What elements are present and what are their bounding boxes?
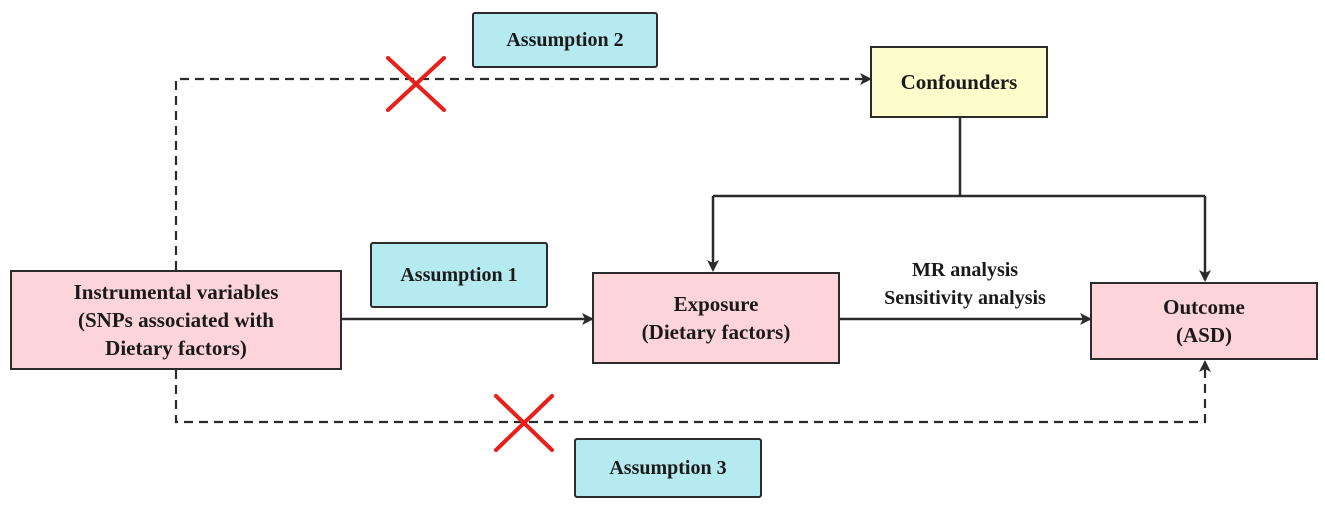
edge-instrumental-to-outcome-dashed [174, 360, 1211, 424]
exposure-line-2: (Dietary factors) [641, 320, 791, 344]
assumption-3-label: Assumption 3 [609, 456, 727, 479]
confounders-label: Confounders [900, 70, 1018, 94]
exposure-box: Exposure (Dietary factors) [592, 272, 840, 364]
assumption-1-label: Assumption 1 [400, 263, 518, 286]
sensitivity-analysis-label: Sensitivity analysis [884, 287, 1046, 309]
assumption-2-label: Assumption 2 [506, 28, 624, 51]
outcome-line-2: (ASD) [1176, 323, 1232, 347]
blocked-path-cross-assumption-2 [386, 56, 446, 112]
exposure-line-1: Exposure [673, 292, 759, 316]
mr-analysis-label: MR analysis [911, 259, 1019, 281]
assumption-2-tag: Assumption 2 [472, 12, 658, 68]
assumption-1-tag: Assumption 1 [370, 242, 548, 308]
instrumental-variables-line-1: Instrumental variables [73, 280, 279, 304]
outcome-box: Outcome (ASD) [1090, 282, 1318, 360]
blocked-path-cross-assumption-3 [494, 394, 554, 452]
instrumental-variables-box: Instrumental variables (SNPs associated … [10, 270, 342, 370]
outcome-line-1: Outcome [1163, 295, 1245, 319]
assumption-3-tag: Assumption 3 [574, 438, 762, 498]
edge-instrumental-to-confounders-dashed [174, 73, 872, 270]
confounders-box: Confounders [870, 46, 1048, 118]
instrumental-variables-line-2: (SNPs associated with [77, 308, 274, 332]
mr-analysis-edge-label: MR analysis Sensitivity analysis [850, 256, 1080, 312]
instrumental-variables-line-3: Dietary factors) [105, 336, 247, 360]
